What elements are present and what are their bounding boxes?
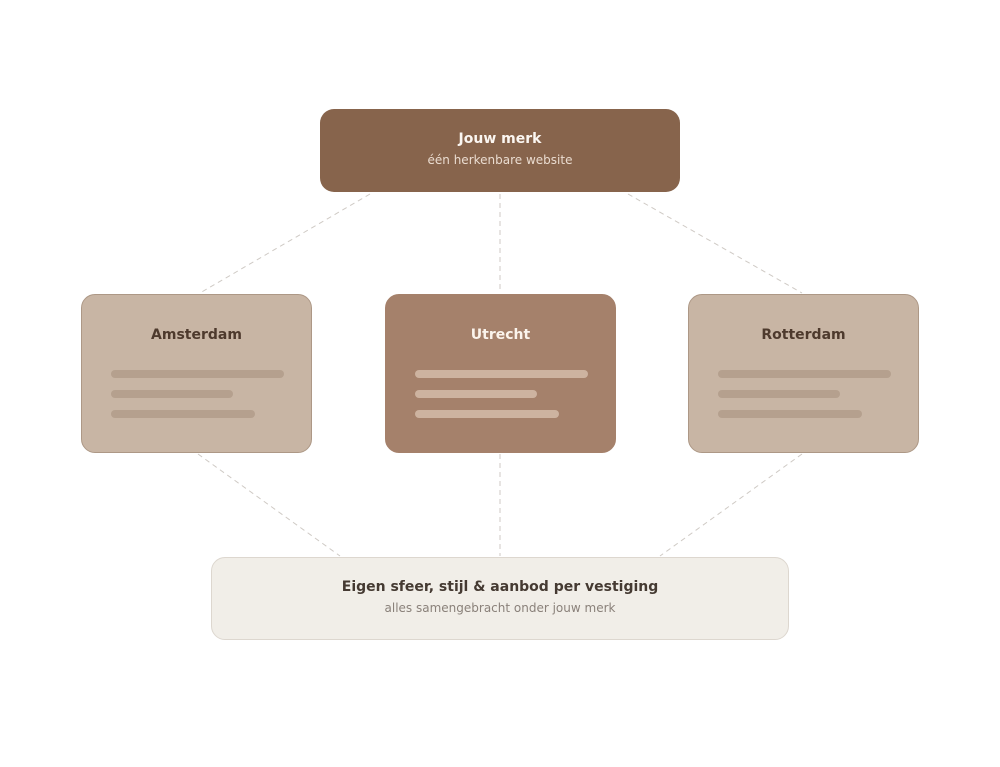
placeholder-line (111, 390, 233, 398)
location-card-rotterdam: Rotterdam (688, 294, 919, 453)
location-card-utrecht: Utrecht (385, 294, 616, 453)
placeholder-line (718, 410, 862, 418)
location-card-amsterdam: Amsterdam (81, 294, 312, 453)
location-title: Rotterdam (761, 327, 846, 343)
location-title: Utrecht (470, 327, 531, 343)
placeholder-line (415, 410, 559, 418)
location-title: Amsterdam (151, 327, 242, 343)
brand-node: Jouw merk één herkenbare website (320, 109, 680, 192)
summary-subtitle: alles samengebracht onder jouw merk (384, 601, 616, 615)
placeholder-line (111, 370, 284, 378)
summary-title: Eigen sfeer, stijl & aanbod per vestigin… (341, 579, 659, 595)
placeholder-line (111, 410, 255, 418)
placeholder-line (415, 370, 588, 378)
placeholder-line (718, 390, 840, 398)
placeholder-line (718, 370, 891, 378)
connector-rotterdam-summary (659, 453, 803, 557)
connector-amsterdam-summary (197, 453, 341, 557)
placeholder-line (415, 390, 537, 398)
connector-brand-rotterdam (627, 193, 803, 294)
brand-title: Jouw merk (458, 131, 542, 147)
connector-brand-amsterdam (199, 193, 371, 294)
brand-subtitle: één herkenbare website (427, 153, 573, 167)
summary-node: Eigen sfeer, stijl & aanbod per vestigin… (211, 557, 789, 640)
